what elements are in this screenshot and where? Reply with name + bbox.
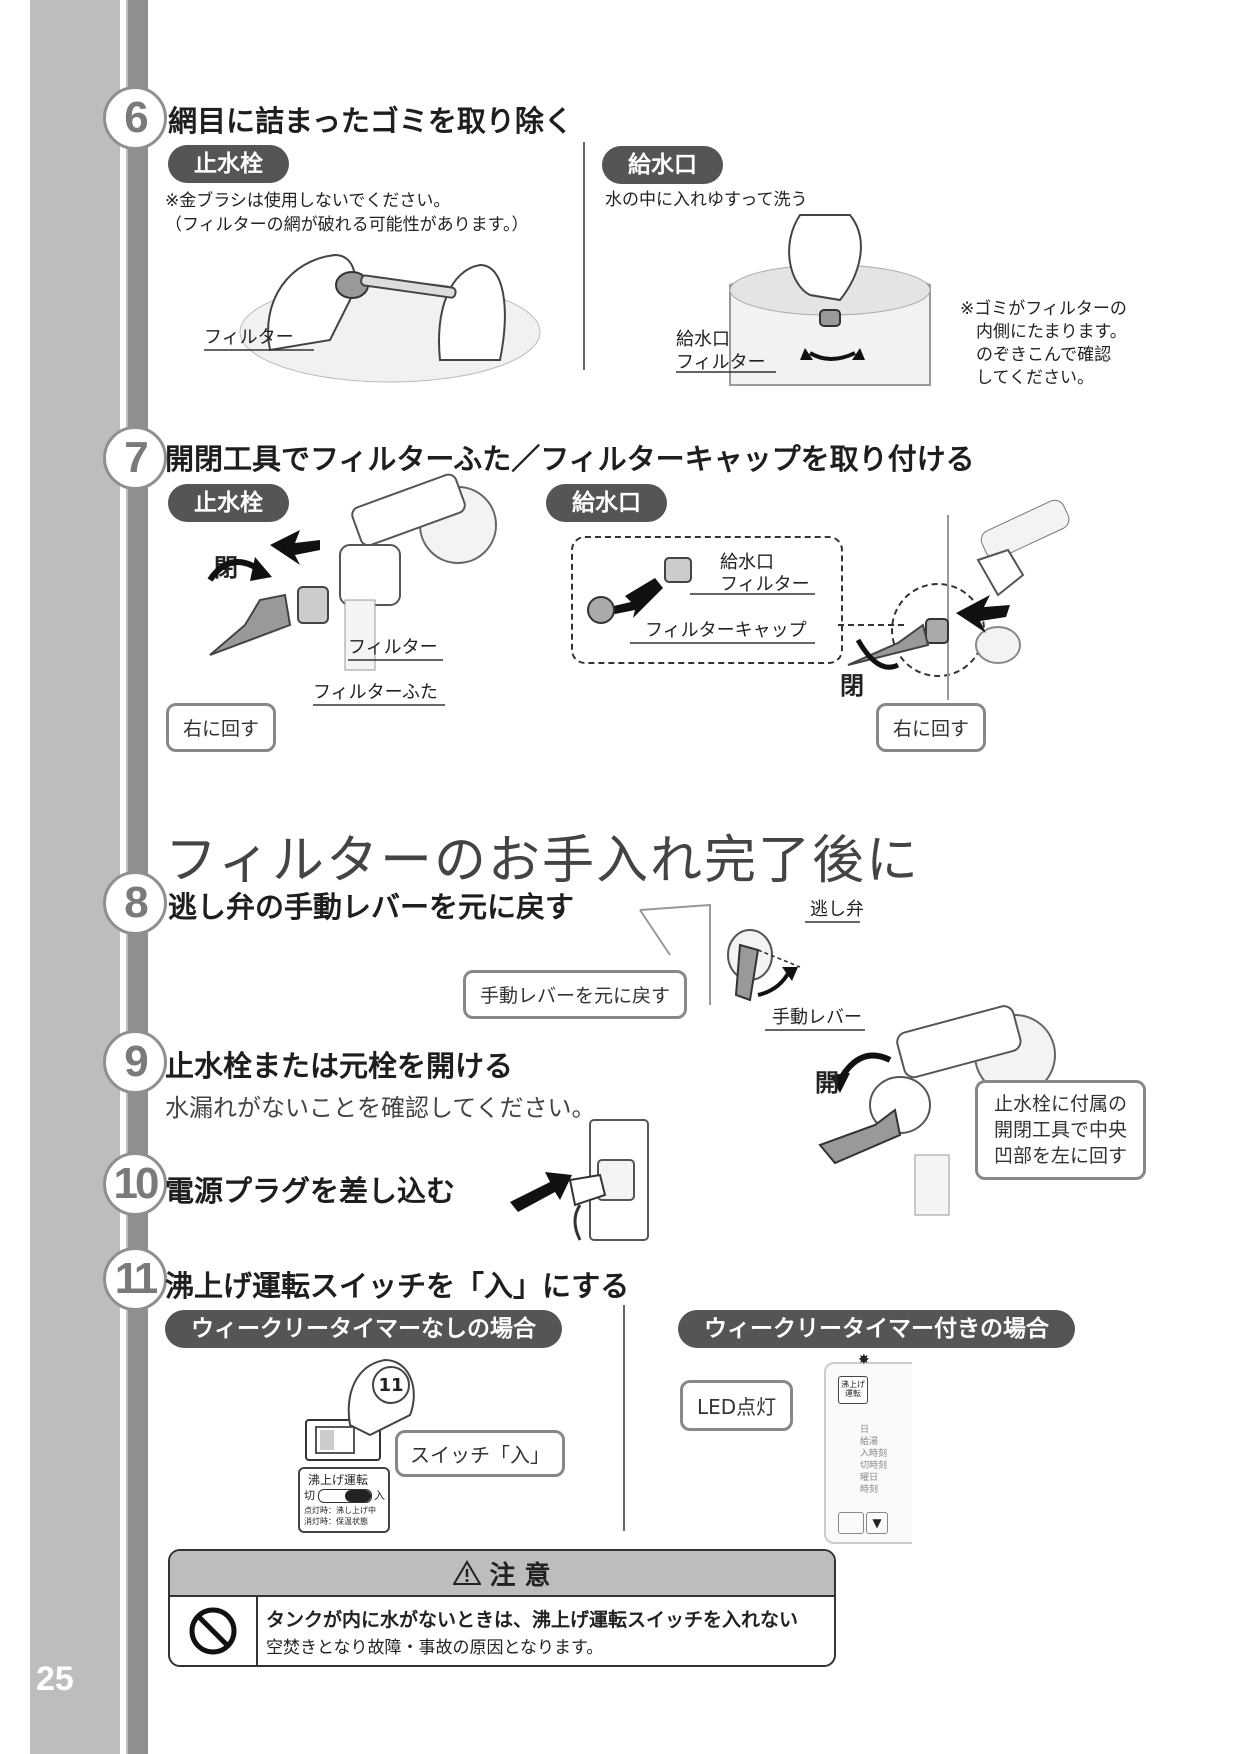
step-number-11: 11 — [103, 1247, 167, 1311]
step-number-6: 6 — [103, 86, 167, 150]
step-number-9: 9 — [103, 1030, 167, 1094]
timer-down-arrow-icon[interactable]: ▼ — [866, 1512, 888, 1534]
step11-pill-with-timer: ウィークリータイマー付きの場合 — [678, 1310, 1075, 1348]
step-number-10: 10 — [103, 1152, 167, 1216]
switch-toggle[interactable] — [318, 1489, 372, 1503]
step11-bubble-led-on: LED点灯 — [680, 1380, 794, 1431]
caution-header: 注 意 — [170, 1551, 834, 1597]
step7-label-cover: フィルターふた — [313, 682, 438, 703]
timer-panel: 沸上げ運転 ✸ 日 給湯 入時刻 切時刻 曜日 時刻 ▼ — [824, 1352, 912, 1544]
inlet-valve-illustration — [838, 499, 1070, 700]
step7-title: 開閉工具でフィルターふた／フィルターキャップを取り付ける — [165, 442, 975, 476]
hands-brushing-filter-illustration — [239, 253, 541, 383]
timer-line: 日 — [860, 1425, 870, 1435]
boil-operation-button[interactable]: 沸上げ運転 — [838, 1376, 868, 1404]
step7-label-filter-left: フィルター — [348, 637, 438, 658]
step6-label-inlet-right: 給水口 — [676, 329, 730, 350]
step9-desc: 水漏れがないことを確認してください。 — [165, 1094, 596, 1122]
leader-line — [690, 593, 815, 595]
caution-box: 注 意 タンクが内に水がないときは、沸上げ運転スイッチを入れない 空焚きとなり故… — [168, 1549, 836, 1667]
step7-label-filter-right: フィルター — [720, 574, 810, 595]
leader-line — [805, 921, 860, 923]
step7-bubble-turn-right-right: 右に回す — [876, 703, 987, 752]
timer-panel-lines: 日 給湯 入時刻 切時刻 曜日 時刻 — [860, 1424, 887, 1496]
step6-label-filter-left: フィルター — [204, 327, 294, 348]
step7-bubble-turn-right-left: 右に回す — [166, 703, 277, 752]
caution-sub-text: 空焚きとなり故障・事故の原因となります。 — [266, 1638, 604, 1658]
step6-side-note-4: してください。 — [976, 368, 1094, 388]
timer-line: 入時刻 — [860, 1449, 888, 1459]
step-number-8: 8 — [103, 871, 167, 935]
step11-title: 沸上げ運転スイッチを「入」にする — [165, 1269, 630, 1303]
step9-bubble-line-1: 止水栓に付属の — [994, 1093, 1128, 1115]
step7-pill-stopcock: 止水栓 — [168, 484, 289, 522]
step9-bubble-line-2: 開閉工具で中央 — [994, 1119, 1128, 1141]
switch-panel-line-2: 消灯時：保温状態 — [304, 1517, 368, 1526]
caution-main-text: タンクが内に水がないときは、沸上げ運転スイッチを入れない — [266, 1609, 799, 1631]
leader-line — [204, 349, 314, 351]
step6-label-filter-right: フィルター — [676, 352, 766, 373]
caution-title: 注 意 — [489, 1560, 551, 1591]
step11-bubble-switch-on: スイッチ「入」 — [395, 1430, 565, 1477]
step6-note-rinse: 水の中に入れゆすって洗う — [605, 190, 808, 210]
step9-bubble-tool: 止水栓に付属の 開閉工具で中央 凹部を左に回す — [975, 1080, 1147, 1180]
leader-line — [313, 704, 445, 706]
leader-line — [765, 1029, 865, 1031]
switch-on-label: 入 — [374, 1489, 385, 1502]
step6-note-mesh: （フィルターの網が破れる可能性があります。） — [165, 215, 529, 235]
step6-divider — [583, 142, 585, 370]
step7-pill-inlet: 給水口 — [546, 484, 667, 522]
step11-pill-without-timer: ウィークリータイマーなしの場合 — [165, 1310, 562, 1348]
switch-off-label: 切 — [304, 1489, 315, 1502]
timer-line: 給湯 — [860, 1437, 879, 1447]
step7-label-cap: フィルターキャップ — [645, 620, 807, 641]
step10-title: 電源プラグを差し込む — [165, 1174, 456, 1208]
led-burst-icon: ✸ — [858, 1352, 870, 1368]
step7-label-inlet-right: 給水口 — [720, 552, 774, 573]
step8-label-relief-valve: 逃し弁 — [810, 899, 864, 920]
timer-line: 切時刻 — [860, 1461, 888, 1471]
step8-bubble-return-lever: 手動レバーを元に戻す — [463, 970, 688, 1019]
step8-label-manual-lever: 手動レバー — [772, 1007, 862, 1028]
bucket-rinse-illustration — [729, 214, 931, 386]
step6-pill-stopcock: 止水栓 — [168, 145, 289, 183]
switch-panel-title: 沸上げ運転 — [308, 1473, 369, 1487]
step11-badge: 11 — [372, 1366, 410, 1404]
step8-title: 逃し弁の手動レバーを元に戻す — [168, 890, 575, 924]
step-number-7: 7 — [103, 426, 167, 490]
step6-note-brush: ※金ブラシは使用しないでください。 — [165, 191, 451, 211]
step6-side-note-2: 内側にたまります。 — [976, 322, 1127, 342]
prohibition-icon — [189, 1607, 237, 1655]
caution-icon-box — [170, 1597, 258, 1665]
switch-panel-line-1: 点灯時：沸し上げ中 — [304, 1506, 376, 1515]
section-heading-after-care: フィルターのお手入れ完了後に — [165, 831, 920, 891]
step6-side-note-3: のぞきこんで確認 — [976, 345, 1112, 365]
step6-pill-inlet: 給水口 — [602, 146, 723, 184]
step7-detail-callout — [571, 536, 843, 664]
leader-line — [348, 659, 443, 661]
step9-title: 止水栓または元栓を開ける — [165, 1049, 514, 1083]
leader-line — [676, 371, 776, 373]
page-number: 25 — [36, 1660, 74, 1698]
step11-divider — [623, 1305, 625, 1531]
step9-open-label: 開 — [815, 1069, 839, 1097]
power-plug-illustration — [510, 1119, 649, 1241]
switch-panel: 沸上げ運転 切 入 点灯時：沸し上げ中 消灯時：保温状態 — [298, 1467, 390, 1533]
stopcock-open-illustration — [818, 1005, 1056, 1216]
step7-close-label-right: 閉 — [840, 672, 864, 700]
step6-side-note-1: ※ゴミがフィルターの — [960, 299, 1127, 319]
filter-cap-illustration — [587, 557, 692, 624]
stopcock-filter-cover-illustration — [207, 473, 497, 671]
timer-line: 曜日 — [860, 1473, 879, 1483]
warning-triangle-icon — [453, 1560, 482, 1585]
relief-valve-illustration — [639, 903, 801, 1005]
step6-title: 網目に詰まったゴミを取り除く — [168, 104, 573, 138]
leader-line — [630, 642, 815, 644]
step9-bubble-line-3: 凹部を左に回す — [994, 1145, 1128, 1167]
timer-menu-button[interactable] — [838, 1512, 864, 1534]
timer-line: 時刻 — [860, 1485, 879, 1495]
